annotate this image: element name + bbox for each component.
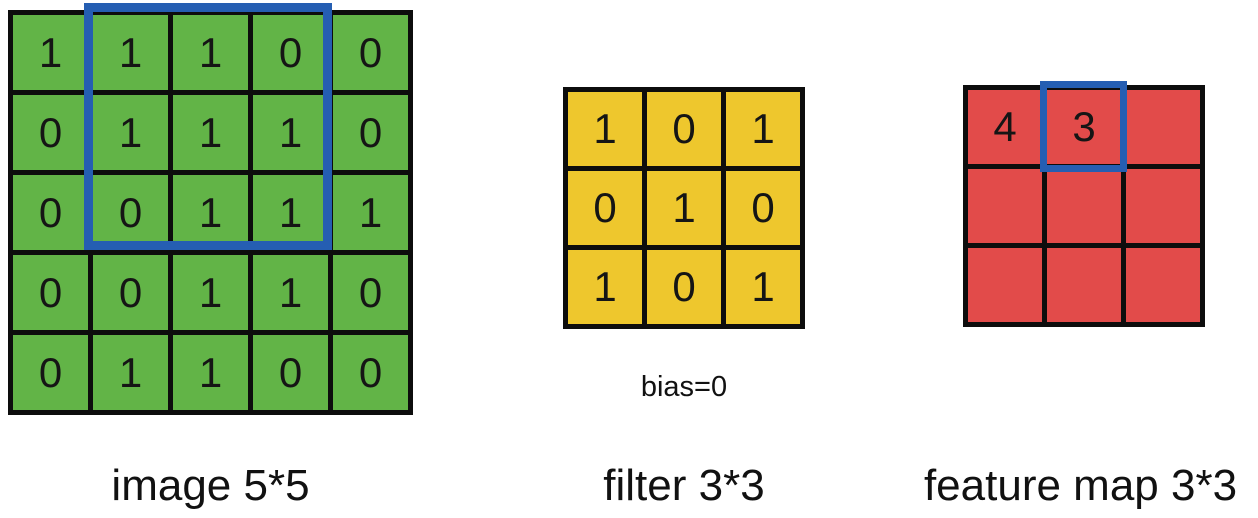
filter-grid-cell: 1	[647, 171, 721, 245]
image-grid-cell: 1	[253, 255, 328, 330]
image-grid: 1 1 1 0 0 0 1 1 1 0 0 0 1 1 1 0 0 1 1 0 …	[8, 10, 413, 415]
image-grid-cell: 0	[333, 255, 408, 330]
filter-grid-cell: 1	[568, 250, 642, 324]
image-grid-cell: 0	[93, 255, 168, 330]
convolution-window-highlight	[84, 3, 332, 250]
filter-grid: 1 0 1 0 1 0 1 0 1	[563, 87, 805, 329]
image-grid-cell: 0	[13, 95, 88, 170]
image-grid-cell: 1	[173, 15, 248, 90]
image-grid-cell: 1	[93, 15, 168, 90]
bias-label: bias=0	[640, 371, 728, 403]
filter-grid-cell: 1	[726, 250, 800, 324]
image-grid-cell: 1	[93, 335, 168, 410]
image-grid-cell: 0	[333, 335, 408, 410]
feature-map-grid: 4 3	[963, 85, 1205, 327]
image-grid-cell: 0	[13, 175, 88, 250]
feature-map-label: feature map 3*3	[923, 461, 1238, 510]
feature-map-cell	[1126, 169, 1200, 243]
feature-map-cell	[968, 169, 1042, 243]
image-grid-cell: 1	[253, 95, 328, 170]
feature-map-cell	[1126, 248, 1200, 322]
image-grid-cell: 0	[333, 15, 408, 90]
filter-grid-cell: 0	[568, 171, 642, 245]
image-grid-cell: 1	[173, 95, 248, 170]
image-grid-label: image 5*5	[111, 461, 310, 510]
image-grid-cell: 1	[173, 175, 248, 250]
feature-map-output-highlight	[1040, 81, 1127, 172]
feature-map-cell	[1047, 169, 1121, 243]
image-grid-cell: 0	[93, 175, 168, 250]
filter-grid-cell: 0	[726, 171, 800, 245]
feature-map-cell	[1126, 90, 1200, 164]
image-grid-cell: 1	[173, 335, 248, 410]
image-grid-cell: 1	[253, 175, 328, 250]
image-grid-cell: 0	[253, 15, 328, 90]
feature-map-cell	[1047, 248, 1121, 322]
feature-map-cell: 3	[1047, 90, 1121, 164]
image-grid-cell: 1	[333, 175, 408, 250]
feature-map-cell: 4	[968, 90, 1042, 164]
filter-grid-cell: 1	[568, 92, 642, 166]
image-grid-cell: 0	[13, 335, 88, 410]
image-grid-cell: 0	[253, 335, 328, 410]
image-grid-cell: 0	[13, 255, 88, 330]
image-grid-cell: 1	[13, 15, 88, 90]
filter-grid-cell: 1	[726, 92, 800, 166]
image-grid-cell: 1	[93, 95, 168, 170]
filter-grid-cell: 0	[647, 92, 721, 166]
image-grid-cell: 0	[333, 95, 408, 170]
filter-grid-label: filter 3*3	[603, 461, 765, 510]
feature-map-cell	[968, 248, 1042, 322]
image-grid-cell: 1	[173, 255, 248, 330]
filter-grid-cell: 0	[647, 250, 721, 324]
